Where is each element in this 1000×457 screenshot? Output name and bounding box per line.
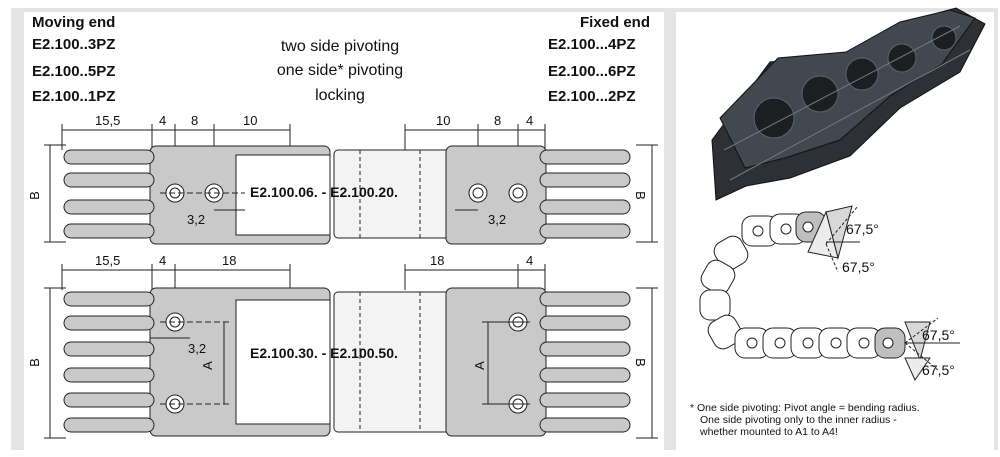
top-dim-right-10: 10 (436, 113, 451, 128)
type-one-side-pivoting: one side* pivoting (276, 62, 404, 79)
top-hole-dim: 3,2 (187, 212, 206, 227)
top-pivot-wedge-fill-2 (807, 210, 839, 259)
moving-end-part-1: E2.100..3PZ (32, 36, 116, 53)
bottom-left-link (63, 287, 331, 437)
bottom-b-label-left: B (26, 358, 42, 367)
moving-end-part-2: E2.100..5PZ (32, 63, 116, 80)
top-range-label: E2.100.06. - E2.100.20. (250, 184, 398, 200)
moving-end-title: Moving end (32, 14, 116, 31)
bottom-dim-right-18: 18 (430, 253, 445, 268)
bottom-dim-18: 18 (222, 253, 237, 268)
fixed-end-part-3: E2.100...2PZ (548, 88, 636, 105)
top-dim-4: 4 (159, 113, 167, 128)
top-dim-right-4: 4 (526, 113, 534, 128)
bottom-pivot-wedge-fill (904, 321, 931, 362)
top-b-label-right: B (632, 191, 648, 200)
fixed-end-title: Fixed end (580, 14, 651, 31)
top-dim-10: 10 (243, 113, 258, 128)
type-two-side-pivoting: two side pivoting (280, 38, 400, 55)
footnote-line-1: * One side pivoting: Pivot angle = bendi… (690, 402, 920, 414)
top-dim-right-8: 8 (494, 113, 502, 128)
bottom-pivot-wedge-fill-2 (904, 357, 931, 382)
angle-label-1: 67,5° (846, 221, 879, 237)
footnote-line-2: One side pivoting only to the inner radi… (700, 414, 897, 426)
bottom-middle-link (333, 291, 451, 433)
type-locking: locking (315, 87, 365, 104)
top-hole-dim-right: 3,2 (488, 212, 507, 227)
bottom-dim-15-5: 15,5 (95, 253, 121, 268)
bottom-a-label-left: A (199, 361, 215, 370)
moving-end-part-3: E2.100..1PZ (32, 88, 116, 105)
angle-label-2: 67,5° (842, 259, 875, 275)
angle-label-4: 67,5° (922, 362, 955, 378)
footnote-line-3: whether mounted to A1 to A4! (700, 426, 838, 438)
fixed-end-part-2: E2.100...6PZ (548, 63, 636, 80)
bottom-range-label: E2.100.30. - E2.100.50. (250, 345, 398, 361)
top-dim-8: 8 (191, 113, 199, 128)
bottom-a-label-right: A (471, 361, 487, 370)
bottom-b-label-right: B (632, 358, 648, 367)
fixed-end-part-1: E2.100...4PZ (548, 36, 636, 53)
top-left-link (63, 145, 331, 245)
bottom-dim-right-4: 4 (526, 253, 534, 268)
top-b-label-left: B (26, 191, 42, 200)
bottom-hole-dim: 3,2 (188, 341, 207, 356)
angle-label-3: 67,5° (922, 327, 955, 343)
top-dim-15-5: 15,5 (95, 113, 121, 128)
bottom-dim-4: 4 (159, 253, 167, 268)
top-right-link (445, 145, 631, 245)
chain-photo (711, 7, 986, 201)
